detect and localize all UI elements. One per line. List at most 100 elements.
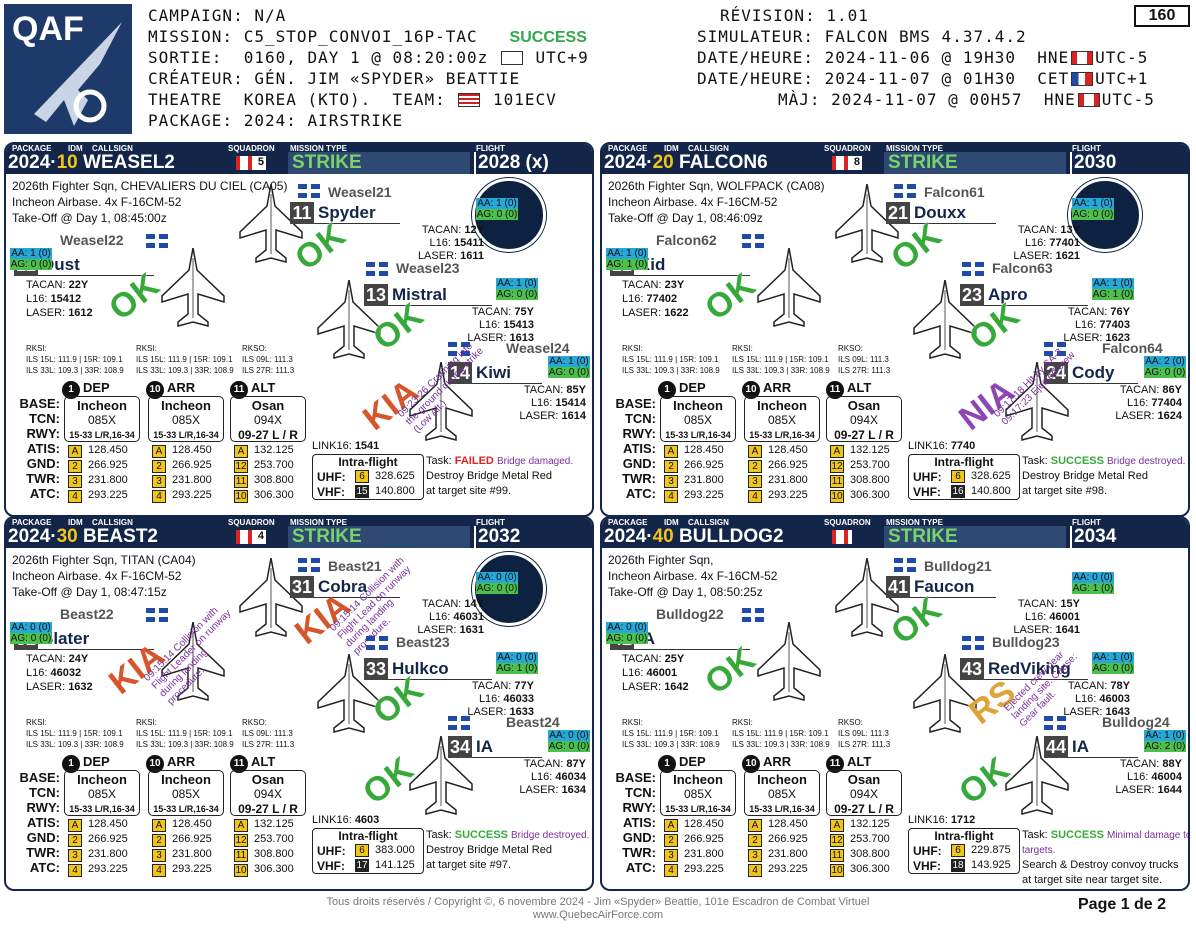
flight-header: PACKAGE IDM CALLSIGN SQUADRON MISSION TY… [602,518,1188,548]
package-number: 2024 [604,526,647,547]
base-row-label: TCN: [624,411,656,426]
idm-number: 10 [56,152,78,173]
unit-info: 2026th Fighter Sqn, CHEVALIERS DU CIEL (… [12,178,287,226]
ag-kills: AG: 2 (0) [1144,741,1186,752]
pilot-number: 14 [448,362,472,384]
callsign-name: WEASEL2 [83,152,175,173]
website-link[interactable]: www.QuebecAirForce.com [532,909,664,921]
pilot-callsign: Falcon64 [1102,340,1163,356]
base-row-labels: BASE:TCN:RWY:ATIS:GND:TWR:ATC: [608,396,656,501]
base-row-label: TWR: [622,845,656,860]
pilot-kills-box: AA: 1 (0)AG: 1 (0) [1092,278,1134,300]
base-row-labels: BASE:TCN:RWY:ATIS:GND:TWR:ATC: [608,770,656,875]
quebec-flag-icon [366,636,388,650]
package-number: 2024 [8,526,51,547]
page-number-badge: 160 [1134,5,1190,27]
base-row-labels: BASE:TCN:RWY:ATIS:GND:TWR:ATC: [12,770,60,875]
pilot-number: 33 [364,658,388,680]
base-row-label: BASE: [19,396,60,411]
aa-kills: AA: 2 (0) [1144,356,1186,367]
mission-status: SUCCESS [509,29,587,46]
task-remark: Bridge destroyed. [1107,456,1186,467]
unit-base: Incheon Airbase. 4x F-16CM-52 [608,569,778,583]
base-row-labels: BASE:TCN:RWY:ATIS:GND:TWR:ATC: [12,396,60,501]
pilot-number: 21 [886,202,910,224]
quebec-flag-icon [448,716,470,730]
base-row-label: GND: [622,830,656,845]
flight-header: PACKAGE IDM CALLSIGN SQUADRON MISSION TY… [6,144,592,174]
task-status: FAILED [454,455,494,467]
pilot-name: Cody [1072,363,1115,382]
sortie-tz: UTC+9 [535,48,589,67]
idm-label: IDM [664,518,679,527]
callsign-name: FALCON6 [679,152,768,173]
task-description: Destroy Bridge Metal Red [1022,470,1148,482]
mission-type: STRIKE [884,152,1066,174]
canada-flag-icon [832,156,848,170]
quebec-flag-icon [742,608,764,622]
pilot-callsign: Falcon61 [924,184,985,200]
squadron-number: 8 [853,156,860,168]
callsign-label: CALLSIGN [92,144,133,153]
mission-type: STRIKE [288,152,470,174]
base-row-label: RWY: [26,426,60,441]
pilot-kills-box: AA: 1 (0)AG: 0 (0) [496,278,538,300]
base-row-label: TWR: [622,471,656,486]
callsign-name: BEAST2 [83,526,158,547]
task-status: SUCCESS [454,829,508,841]
aa-kills: AA: 1 (0) [606,248,648,259]
flight-label: FLIGHT [1072,144,1101,153]
pilot-callsign: Bulldog22 [656,606,724,622]
aa-kills: AA: 1 (0) [1072,198,1114,209]
f16-aircraft-icon [158,621,228,702]
createur-line: CRÉATEUR: GÉN. JIM «SPYDER» BEATTIE [148,69,521,88]
pilot-callsign: Falcon62 [656,232,717,248]
aa-kills: AA: 0 (0) [496,652,538,663]
task-remark: Minimal damage to targets. [1022,830,1190,856]
pilot-number: 23 [960,284,984,306]
base-row-label: BASE: [615,770,656,785]
aa-kills: AA: 1 (0) [1144,730,1186,741]
base-row-label: RWY: [622,800,656,815]
mission-label: MISSION: [148,27,234,46]
pilot-name: Hulkco [392,659,449,678]
page-label: Page 1 de 2 [1078,896,1167,913]
ag-kills: AG: 0 (0) [476,209,518,220]
callsign-name: BULLDOG2 [679,526,784,547]
usa-flag-icon [458,93,481,107]
